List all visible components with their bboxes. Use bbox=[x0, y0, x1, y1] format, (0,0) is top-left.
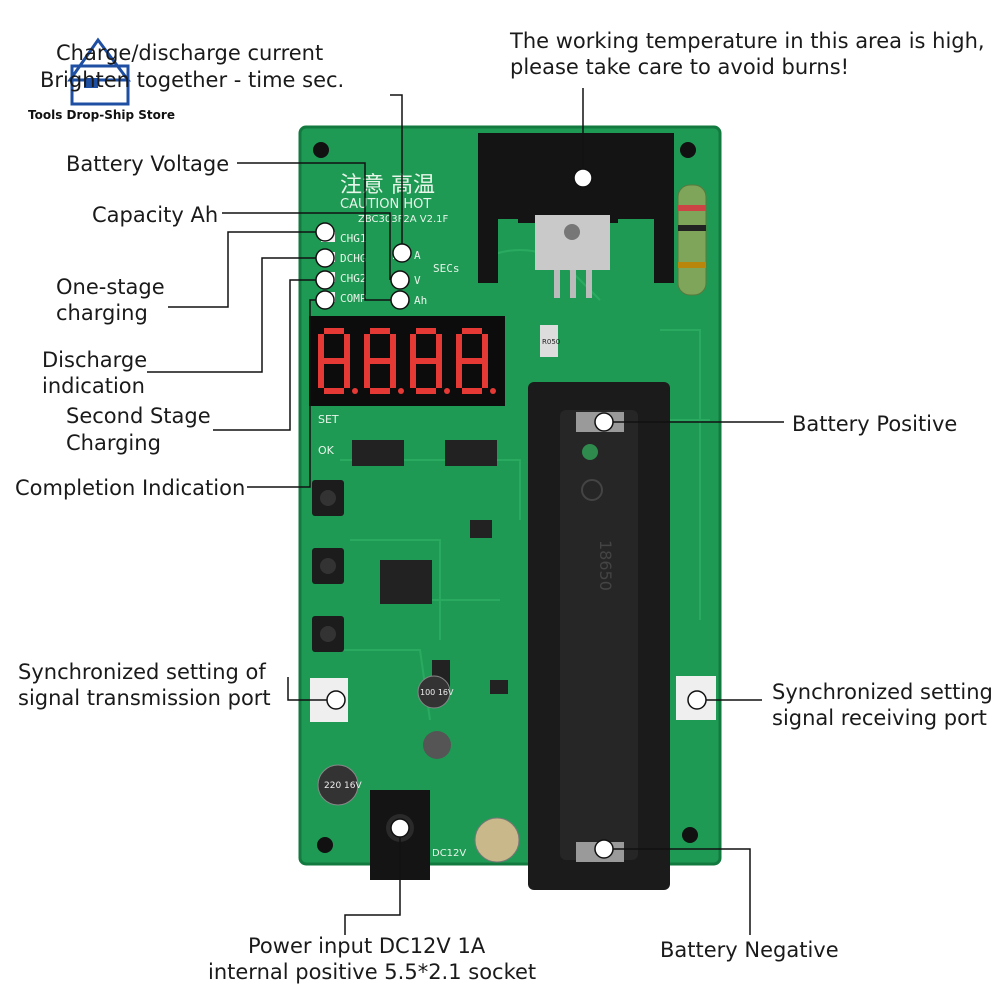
capacitor2-label: 100 16V bbox=[420, 688, 454, 697]
display-decimal-point bbox=[490, 388, 496, 394]
display-segment bbox=[364, 334, 370, 361]
model-text: ZBC303F2A V2.1F bbox=[358, 214, 448, 225]
store-name: Tools Drop-Ship Store bbox=[28, 108, 175, 122]
display-segment bbox=[462, 328, 482, 334]
one-stage-line2: charging bbox=[56, 301, 148, 325]
power-resistor bbox=[677, 184, 707, 296]
second-stage-line1: Second Stage bbox=[66, 404, 211, 428]
led-label-comp: COMP bbox=[340, 292, 367, 305]
caution-cn-text: 注意 高温 bbox=[340, 173, 435, 198]
callout-dots bbox=[315, 168, 707, 859]
display-segment bbox=[482, 334, 488, 361]
one-stage-line1: One-stage bbox=[56, 275, 165, 299]
caution-en-text: CAUTION HOT bbox=[340, 197, 431, 212]
battery-holder: 18650 bbox=[528, 382, 670, 890]
sync-rx-line2: signal receiving port bbox=[772, 706, 987, 730]
display-decimal-point bbox=[352, 388, 358, 394]
ic-chips: R050 bbox=[352, 325, 560, 694]
display-segment bbox=[370, 388, 390, 394]
set-label: SET bbox=[318, 413, 339, 426]
display-segment bbox=[482, 361, 488, 388]
mounting-holes bbox=[313, 142, 698, 853]
dc-label: DC12V bbox=[432, 848, 466, 859]
tactile-buttons bbox=[312, 480, 344, 652]
display-decimal-point bbox=[444, 388, 450, 394]
display-segment bbox=[456, 361, 462, 388]
capacitors: 220 16V 100 16V bbox=[317, 675, 520, 863]
display-segment bbox=[456, 334, 462, 361]
display-segment bbox=[344, 361, 350, 388]
ok-label: OK bbox=[318, 444, 335, 457]
battery-negative-label: Battery Negative bbox=[660, 938, 839, 962]
display-segment bbox=[416, 328, 436, 334]
display-segment bbox=[364, 361, 370, 388]
sync-tx-line1: Synchronized setting of bbox=[18, 660, 266, 684]
power-input-line2: internal positive 5.5*2.1 socket bbox=[208, 960, 537, 984]
display-segment bbox=[410, 361, 416, 388]
secs-label: SECs bbox=[433, 262, 460, 275]
capacitor1-label: 220 16V bbox=[324, 781, 362, 791]
display-segment bbox=[370, 328, 390, 334]
display-segment bbox=[416, 358, 436, 364]
led-label-chg1: CHG1 bbox=[340, 232, 367, 245]
display-segment bbox=[390, 334, 396, 361]
led-label-dchg: DCHG bbox=[340, 252, 367, 265]
battery-positive-label: Battery Positive bbox=[792, 412, 958, 436]
sync-tx-line2: signal transmission port bbox=[18, 686, 271, 710]
discharge-line1: Discharge bbox=[42, 348, 148, 372]
display-segment bbox=[462, 358, 482, 364]
leader-lines bbox=[147, 88, 784, 935]
battery-voltage-label: Battery Voltage bbox=[66, 152, 230, 176]
heat-warning-line1: The working temperature in this area is … bbox=[510, 29, 985, 53]
display-segment bbox=[324, 388, 344, 394]
display-segment bbox=[390, 361, 396, 388]
sync-rx-line1: Synchronized setting bbox=[772, 680, 993, 704]
charge-current-line1: Charge/discharge current bbox=[56, 41, 324, 65]
display-segment bbox=[436, 334, 442, 361]
display-segment bbox=[436, 361, 442, 388]
unit-label-ah: Ah bbox=[414, 294, 427, 307]
led-label-chg2: CHG2 bbox=[340, 272, 367, 285]
display-segment bbox=[318, 361, 324, 388]
display-segment bbox=[324, 358, 344, 364]
display-segment bbox=[318, 334, 324, 361]
unit-label-v: V bbox=[414, 274, 421, 287]
unit-label-a: A bbox=[414, 249, 421, 262]
completion-label: Completion Indication bbox=[15, 476, 246, 500]
display-segment bbox=[324, 328, 344, 334]
power-input-line1: Power input DC12V 1A bbox=[248, 934, 486, 958]
display-segment bbox=[416, 388, 436, 394]
discharge-line2: indication bbox=[42, 374, 145, 398]
heat-warning-line2: please take care to avoid burns! bbox=[510, 55, 850, 79]
battery-type-label: 18650 bbox=[596, 540, 615, 591]
display-segment bbox=[344, 334, 350, 361]
display-decimal-point bbox=[398, 388, 404, 394]
charge-current-line2: Brighten together - time sec. bbox=[40, 68, 345, 92]
second-stage-line2: Charging bbox=[66, 431, 161, 455]
seven-segment-display bbox=[309, 316, 505, 406]
display-segment bbox=[462, 388, 482, 394]
capacity-label: Capacity Ah bbox=[92, 203, 219, 227]
display-segment bbox=[370, 358, 390, 364]
store-logo bbox=[67, 37, 131, 106]
shunt-resistor-label: R050 bbox=[542, 338, 560, 346]
display-segment bbox=[410, 334, 416, 361]
